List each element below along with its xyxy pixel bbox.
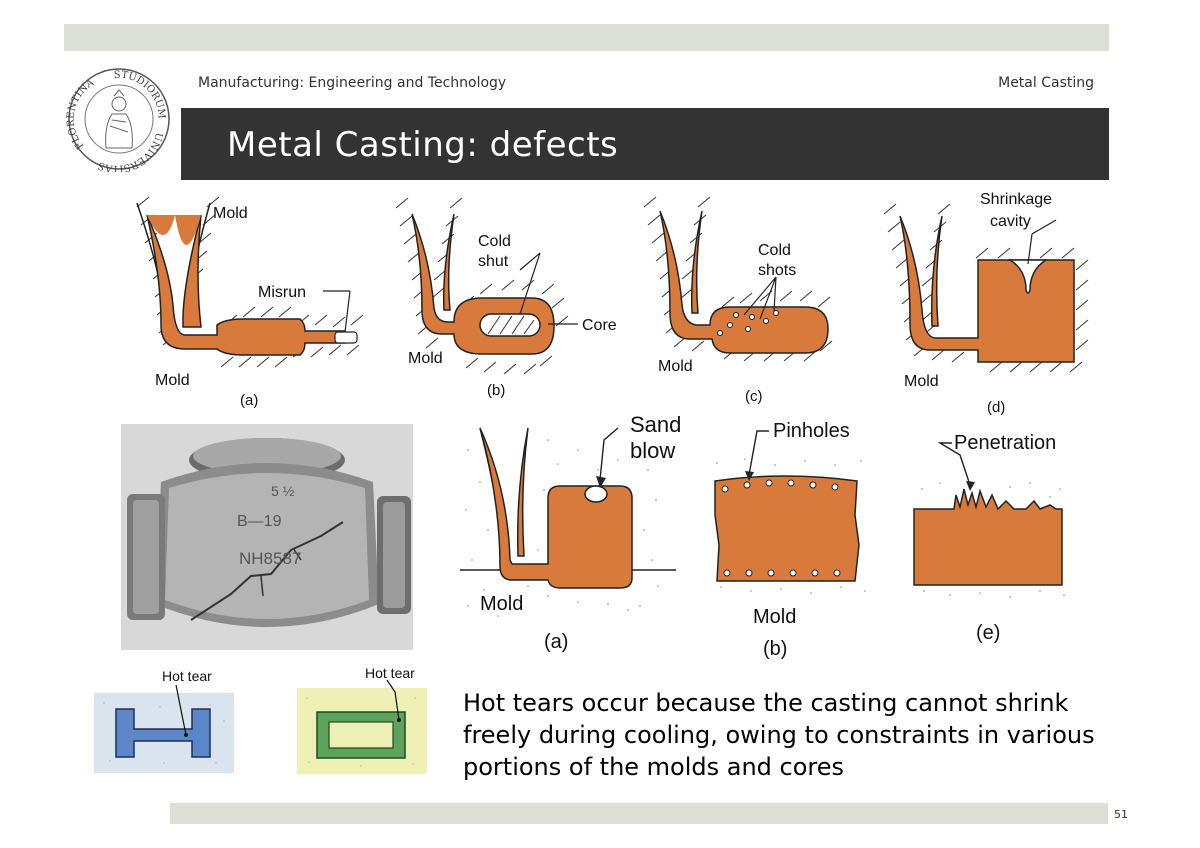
cold-shut-label-line1: Cold bbox=[478, 233, 511, 250]
mold-label-pinholes: Mold bbox=[753, 606, 796, 628]
caption-c: (c) bbox=[745, 388, 763, 405]
section-name: Metal Casting bbox=[998, 75, 1094, 91]
shrinkage-cavity-diagram: Shrinkage cavity Mold (d) bbox=[883, 191, 1089, 415]
sand-blow-diagram: Sand blow Mold (a) bbox=[460, 412, 681, 653]
penetration-label: Penetration bbox=[954, 432, 1056, 454]
penetration-diagram: Penetration (e) bbox=[913, 432, 1065, 644]
hot-tear-frame-diagram: Hot tear bbox=[297, 665, 427, 774]
svg-text:STUDIORUM: STUDIORUM bbox=[114, 70, 167, 120]
photo-marking-1: 5 ½ bbox=[271, 483, 295, 499]
slide-title: Metal Casting: defects bbox=[227, 125, 619, 165]
core-label: Core bbox=[582, 317, 617, 334]
photo-marking-3: NH8587 bbox=[239, 549, 301, 568]
caption-b: (b) bbox=[487, 382, 505, 399]
sand-blow-label-line1: Sand bbox=[630, 412, 681, 437]
mold-label-sand-blow: Mold bbox=[480, 593, 523, 615]
course-name: Manufacturing: Engineering and Technolog… bbox=[198, 75, 507, 91]
sand-blow-label-line2: blow bbox=[630, 438, 675, 463]
shrinkage-label-line2: cavity bbox=[990, 213, 1031, 230]
page-number: 51 bbox=[1114, 808, 1128, 821]
caption-sand-blow: (a) bbox=[544, 631, 568, 653]
mold-label-bottom: Mold bbox=[155, 372, 190, 389]
pinholes-label: Pinholes bbox=[773, 420, 850, 442]
shrinkage-label-line1: Shrinkage bbox=[980, 191, 1052, 208]
photo-marking-2: B—19 bbox=[237, 513, 282, 530]
title-bar: Metal Casting: defects bbox=[181, 108, 1109, 180]
mold-label-b: Mold bbox=[408, 350, 443, 367]
mold-label-d: Mold bbox=[904, 373, 939, 390]
cold-shots-label-line1: Cold bbox=[758, 242, 791, 259]
hot-tear-label-1: Hot tear bbox=[162, 668, 212, 684]
misrun-label: Misrun bbox=[258, 284, 306, 301]
header-band bbox=[64, 24, 1109, 51]
caption-d: (d) bbox=[987, 399, 1005, 415]
pinholes-diagram: Pinholes Mold (b) bbox=[714, 420, 866, 660]
cold-shut-label-line2: shut bbox=[478, 253, 509, 270]
mold-label-c: Mold bbox=[658, 358, 693, 375]
hot-tear-i-section-diagram: Hot tear bbox=[94, 668, 234, 773]
hot-tears-explanation: Hot tears occur because the casting cann… bbox=[463, 689, 1095, 781]
cold-shots-diagram: Cold shots Mold (c) bbox=[643, 196, 833, 405]
seal-text-right: STUDIORUM bbox=[114, 70, 167, 120]
hot-tear-label-2: Hot tear bbox=[365, 665, 415, 681]
caption-penetration: (e) bbox=[976, 622, 1000, 644]
university-seal-logo: FLORENTINA STUDIORUM UNIVERSITAS bbox=[66, 68, 170, 172]
cold-shots-label-line2: shots bbox=[758, 262, 796, 279]
cold-shut-diagram: Cold shut Core Mold (b) bbox=[395, 198, 617, 399]
mold-label-top: Mold bbox=[213, 205, 248, 222]
caption-pinholes: (b) bbox=[763, 638, 787, 660]
footer-band bbox=[170, 803, 1108, 824]
caption-a: (a) bbox=[240, 392, 258, 409]
misrun-diagram: Mold Misrun Mold (a) bbox=[136, 196, 364, 409]
hot-tear-casting-photo: 5 ½ B—19 NH8587 bbox=[121, 424, 413, 650]
